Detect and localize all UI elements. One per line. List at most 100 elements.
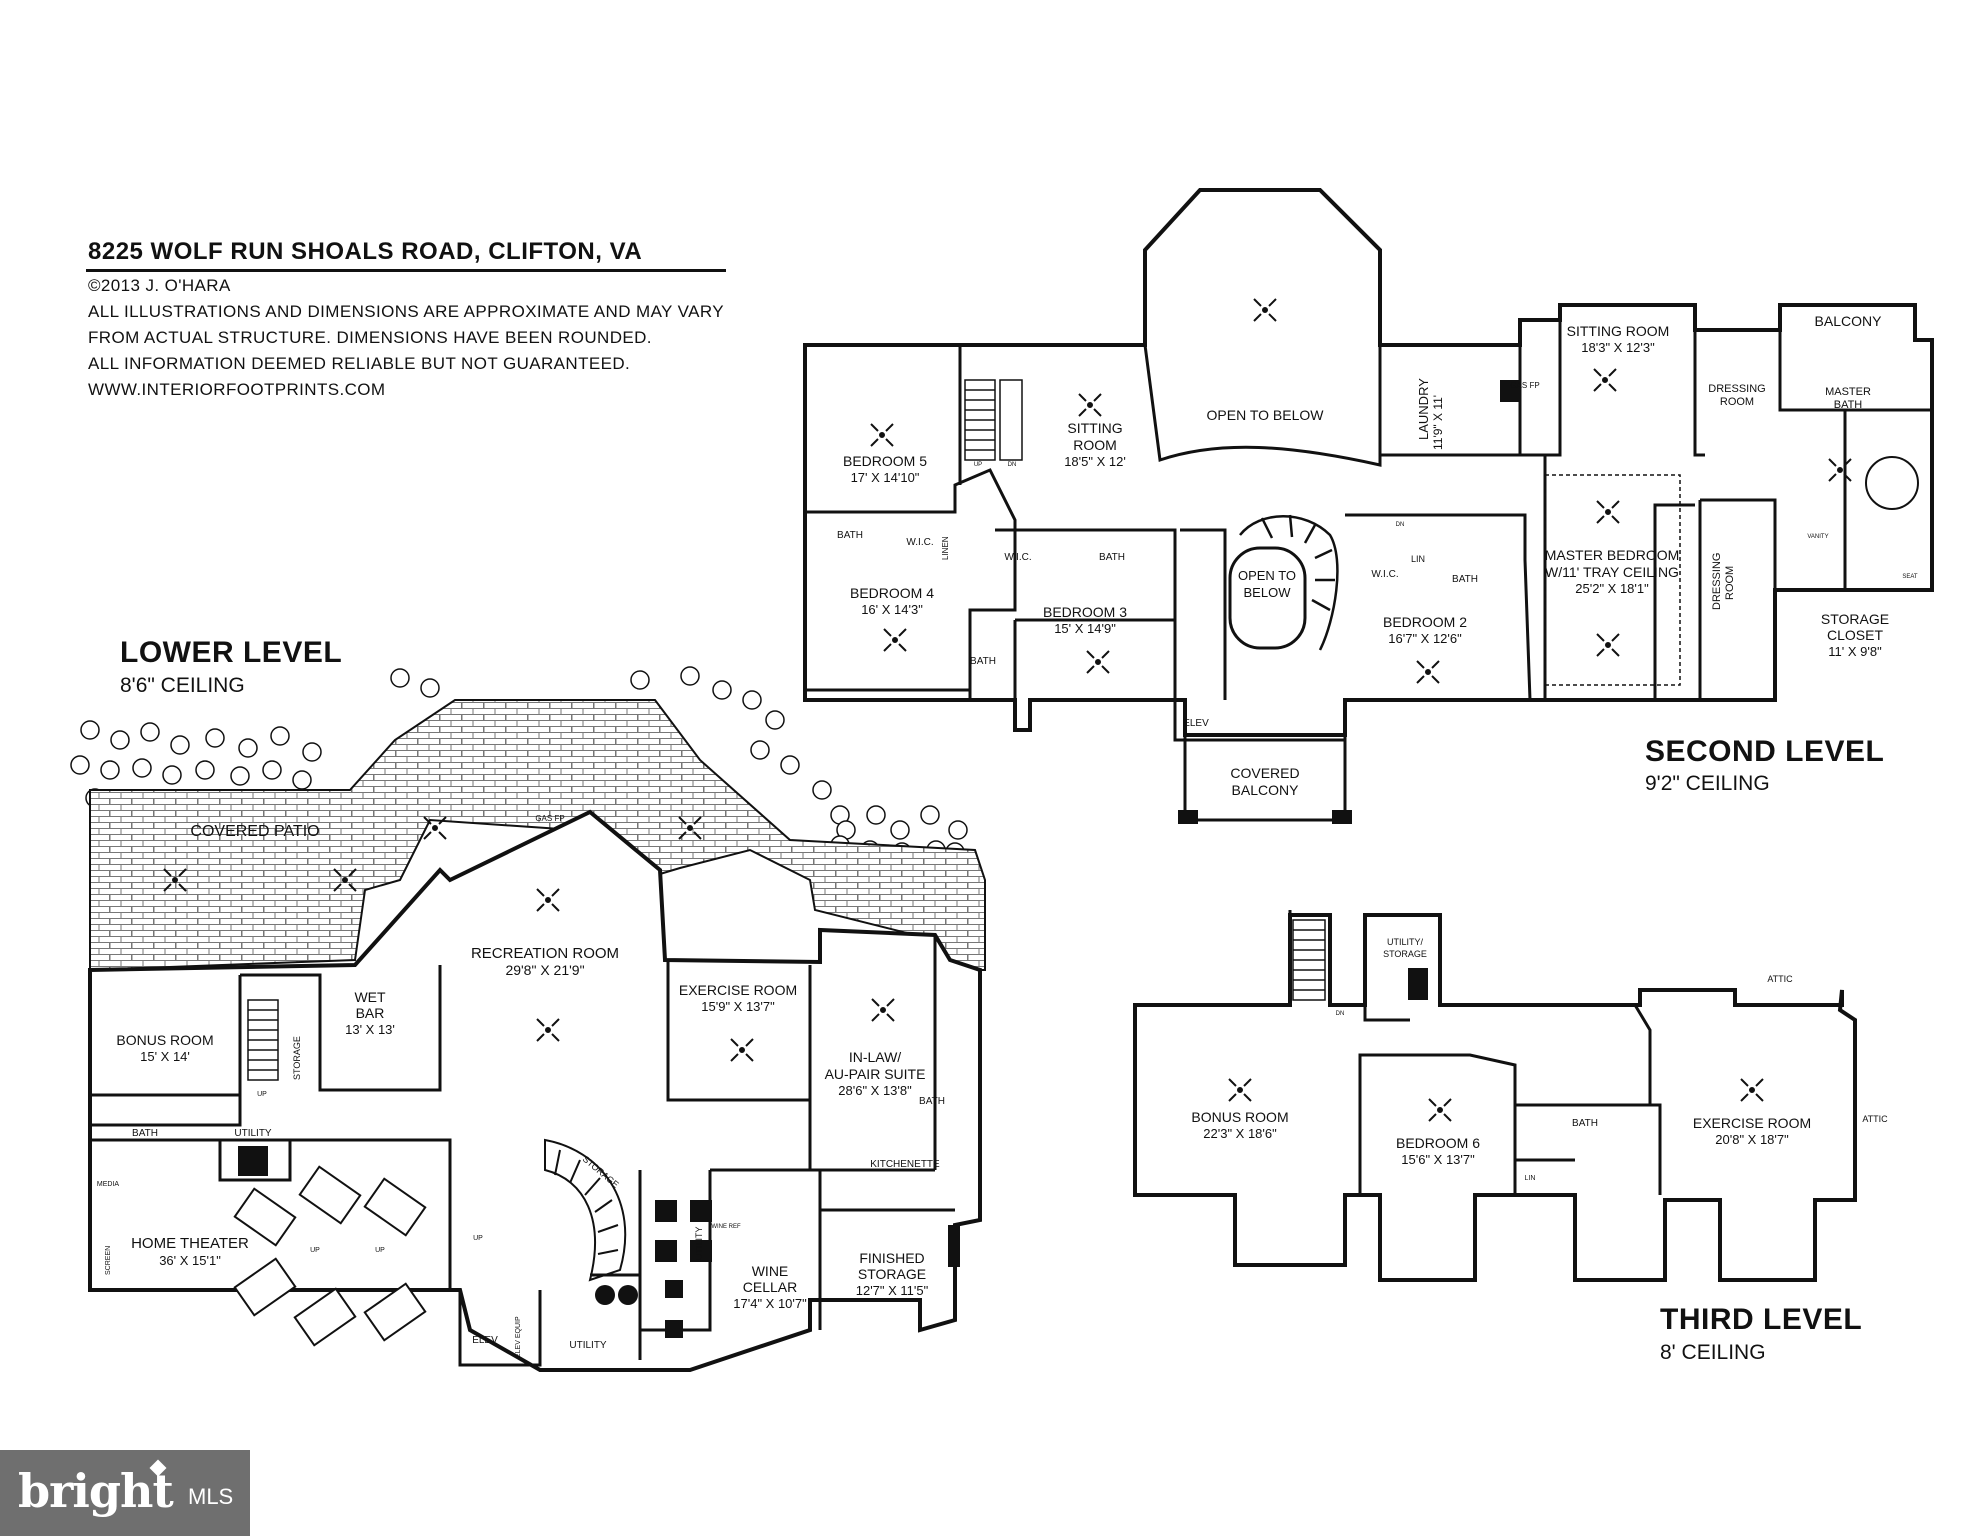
bedroom5-bath-label: BATH	[837, 530, 863, 541]
third-level-walls	[1133, 913, 1857, 1282]
bedroom3-bath-label: BATH	[1099, 552, 1125, 563]
lower-utility-label-3: UTILITY	[569, 1340, 607, 1351]
dressing-room-1-label-2: ROOM	[1720, 396, 1754, 408]
lower-utility-label-2: UTILITY	[694, 1226, 704, 1260]
bedroom6-dim: 15'6" X 13'7"	[1401, 1152, 1475, 1167]
bedroom2-wic-label: W.I.C.	[1371, 569, 1398, 580]
tray-ceiling-outline	[1544, 474, 1681, 686]
bedroom4-label: BEDROOM 4	[850, 585, 934, 601]
home-theater-label: HOME THEATER	[131, 1235, 249, 1252]
lower-gas-fp-label: GAS FP	[535, 814, 564, 823]
inlaw-suite-dim: 28'6" X 13'8"	[838, 1083, 912, 1098]
elev-equip-label: ELEV EQUIP	[515, 1316, 522, 1358]
lower-utility-label-1: UTILITY	[234, 1128, 272, 1139]
inlaw-suite-label-2: AU-PAIR SUITE	[825, 1066, 926, 1082]
dressing-room-2-label-2: ROOM	[1724, 566, 1736, 600]
bedroom5-wic-label: W.I.C.	[906, 537, 933, 548]
second-lin-label: LIN	[1411, 554, 1425, 564]
screen-label: SCREEN	[105, 1246, 112, 1275]
lower-level-walls	[88, 809, 982, 1372]
disclaimer-line-3: ALL INFORMATION DEEMED RELIABLE BUT NOT …	[88, 354, 631, 373]
vanity-label: VANITY	[1807, 534, 1828, 540]
master-bedroom-dim: 25'2" X 18'1"	[1575, 581, 1649, 596]
lower-up-label-3: UP	[375, 1247, 385, 1254]
master-bath-label-2: BATH	[1834, 399, 1863, 411]
second-dn-label-1: DN	[1008, 462, 1017, 468]
mls-logo-text: MLS	[188, 1484, 234, 1509]
finished-storage-dim: 12'7" X 11'5"	[856, 1283, 929, 1298]
kitchenette-label: KITCHENETTE	[870, 1159, 940, 1170]
bedroom4-bath-label: BATH	[970, 656, 996, 667]
storage-closet-label-2: CLOSET	[1827, 627, 1883, 643]
third-interior-walls	[1288, 910, 1662, 1195]
second-stair	[964, 379, 1023, 461]
open-to-below-label-2: OPEN TO	[1238, 568, 1296, 583]
spiral-stair-second	[1239, 514, 1339, 651]
second-gas-fp-label: GAS FP	[1510, 381, 1539, 390]
bedroom3-wic-label: W.I.C.	[1004, 552, 1031, 563]
bright-logo-text: bright	[18, 1464, 174, 1518]
third-stair	[1292, 919, 1326, 1001]
master-bedroom-label: MASTER BEDROOM	[1545, 547, 1680, 563]
bedroom3-dim: 15' X 14'9"	[1054, 621, 1116, 636]
bedroom2-dim: 16'7" X 12'6"	[1388, 631, 1462, 646]
wine-racks	[238, 1146, 960, 1338]
attic-label-1: ATTIC	[1767, 974, 1793, 984]
dressing-room-1-label: DRESSING	[1708, 383, 1765, 395]
theater-seating	[233, 1165, 427, 1347]
open-to-below-label-1: OPEN TO BELOW	[1207, 407, 1325, 423]
lower-bath-label-1: BATH	[132, 1128, 158, 1139]
third-bonus-room-label: BONUS ROOM	[1191, 1109, 1288, 1125]
lower-storage-label-1: STORAGE	[292, 1036, 302, 1080]
lower-up-label-1: UP	[257, 1091, 267, 1098]
wine-cellar-dim: 17'4" X 10'7"	[733, 1296, 807, 1311]
wet-bar-dim: 13' X 13'	[345, 1022, 395, 1037]
open-below-circle	[1228, 546, 1307, 650]
third-level-title: THIRD LEVEL	[1660, 1303, 1863, 1336]
second-elev-label: ELEV	[1183, 718, 1209, 729]
attic-label-2: ATTIC	[1862, 1114, 1888, 1124]
media-label: MEDIA	[97, 1181, 120, 1188]
covered-balcony-outline	[1183, 735, 1347, 822]
lower-bonus-room-dim: 15' X 14'	[140, 1049, 190, 1064]
disclaimer-line-2: FROM ACTUAL STRUCTURE. DIMENSIONS HAVE B…	[88, 328, 652, 347]
bedroom3-label: BEDROOM 3	[1043, 604, 1127, 620]
lower-stair-1	[247, 999, 279, 1081]
property-address: 8225 WOLF RUN SHOALS ROAD, CLIFTON, VA	[88, 238, 643, 265]
sitting-room-label-2: ROOM	[1073, 437, 1117, 453]
seat-label: SEAT	[1902, 574, 1918, 580]
disclaimer-line-1: ALL ILLUSTRATIONS AND DIMENSIONS ARE APP…	[88, 302, 724, 321]
wine-cellar-label: WINE	[752, 1263, 789, 1279]
bright-mls-logo: bright MLS	[0, 1450, 250, 1536]
covered-balcony-label: COVERED	[1230, 765, 1299, 781]
open-below-octagon	[1143, 344, 1382, 467]
bedroom2-bath-label: BATH	[1452, 574, 1478, 585]
linen-label: LINEN	[941, 536, 950, 560]
third-level-plan	[1133, 910, 1857, 1282]
bedroom6-label: BEDROOM 6	[1396, 1135, 1480, 1151]
bedroom4-dim: 16' X 14'3"	[861, 602, 923, 617]
recreation-room-label: RECREATION ROOM	[471, 945, 619, 962]
third-dn-label: DN	[1336, 1011, 1345, 1017]
second-level-plan	[803, 188, 1934, 824]
third-lin-label: LIN	[1525, 1175, 1536, 1182]
storage-closet-label: STORAGE	[1821, 611, 1889, 627]
lower-bath-label-2: BATH	[919, 1096, 945, 1107]
balcony-label: BALCONY	[1815, 313, 1883, 329]
recreation-room-dim: 29'8" X 21'9"	[505, 962, 584, 978]
second-level-title: SECOND LEVEL	[1645, 735, 1885, 768]
wet-bar-label: WET	[354, 989, 386, 1005]
utility-storage-label-2: STORAGE	[1383, 949, 1427, 959]
master-bath-label: MASTER	[1825, 386, 1871, 398]
bedroom5-dim: 17' X 14'10"	[851, 470, 920, 485]
sitting-room-dim: 18'5" X 12'	[1064, 454, 1126, 469]
copyright-line: ©2013 J. O'HARA	[88, 276, 231, 295]
covered-patio-label: COVERED PATIO	[190, 823, 319, 840]
third-utility-fill	[1408, 968, 1428, 1000]
third-level-ceiling: 8' CEILING	[1660, 1341, 1766, 1364]
lower-spiral-stair	[544, 1138, 627, 1282]
master-sitting-room-dim: 18'3" X 12'3"	[1581, 340, 1655, 355]
third-bath-label: BATH	[1572, 1118, 1598, 1129]
lower-exercise-room-dim: 15'9" X 13'7"	[701, 999, 775, 1014]
